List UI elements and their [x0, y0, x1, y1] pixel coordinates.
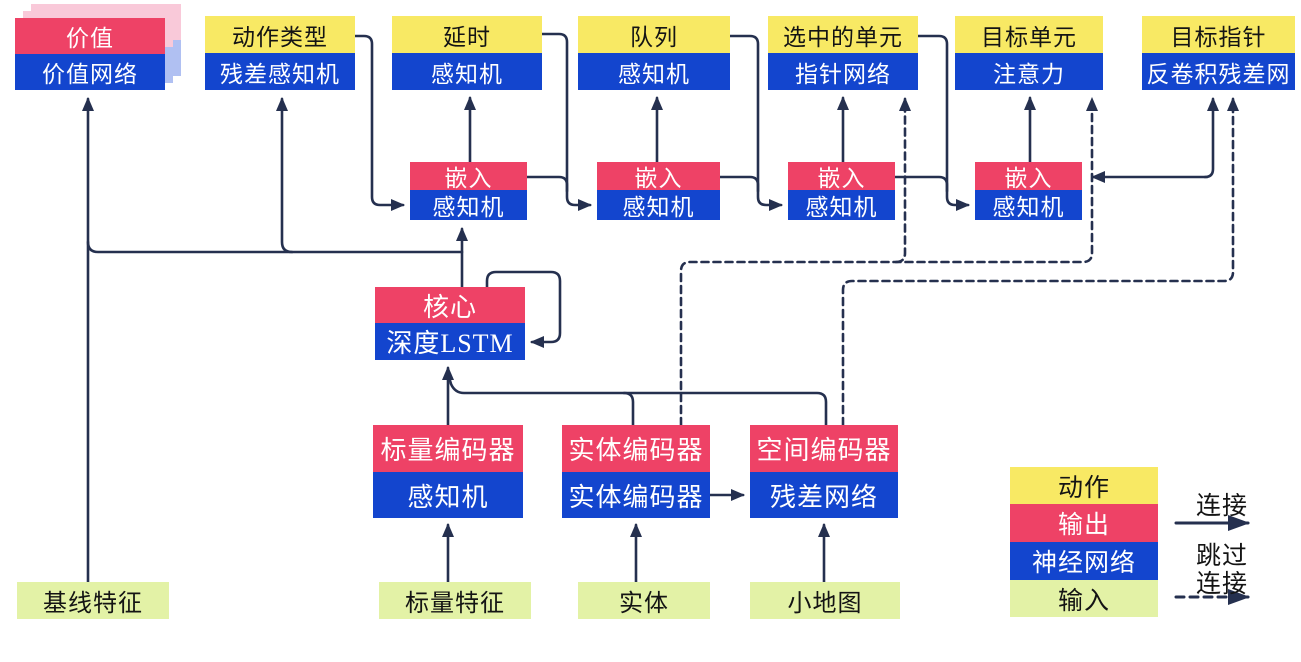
node-action-type-header: 动作类型	[205, 16, 355, 53]
node-embed2-header: 嵌入	[597, 162, 720, 191]
node-core-body: 深度LSTM	[375, 323, 525, 360]
node-embed1-header: 嵌入	[410, 162, 527, 191]
node-value-header: 价值	[15, 18, 165, 54]
node-target-point: 目标指针 反卷积残差网	[1142, 16, 1295, 90]
node-queue-header: 队列	[578, 16, 730, 53]
node-target-unit-header: 目标单元	[955, 16, 1103, 53]
node-scalar-encoder-header: 标量编码器	[373, 425, 523, 472]
node-embed2: 嵌入 感知机	[597, 162, 720, 220]
edge-to-target-point	[1203, 97, 1219, 179]
legend-color-key: 动作 输出 神经网络 输入	[1010, 467, 1158, 617]
node-embed3: 嵌入 感知机	[788, 162, 895, 220]
node-embed4-header: 嵌入	[975, 162, 1082, 191]
edge-spatial-encoder-to-core	[447, 375, 828, 427]
legend-skip-label-line2: 连接	[1195, 571, 1248, 598]
node-embed4: 嵌入 感知机	[975, 162, 1082, 220]
node-spatial-encoder: 空间编码器 残差网络	[750, 425, 898, 518]
node-minimap: 小地图	[750, 582, 900, 619]
node-target-unit-body: 注意力	[955, 53, 1103, 90]
edge-action-type-to-embed1	[353, 34, 405, 211]
node-selected-units-header: 选中的单元	[768, 16, 918, 53]
node-delay-body: 感知机	[392, 53, 542, 90]
edge-queue-to-embed3	[728, 34, 783, 211]
node-scalar-features: 标量特征	[379, 582, 531, 619]
node-spatial-encoder-header: 空间编码器	[750, 425, 898, 472]
skip-spatial-encoder-to-target-point	[841, 97, 1239, 427]
node-embed3-body: 感知机	[788, 190, 895, 220]
node-queue-body: 感知机	[578, 53, 730, 90]
edge-embed3-to-embed4	[893, 175, 949, 193]
node-delay-header: 延时	[392, 16, 542, 53]
node-embed1-body: 感知机	[410, 190, 527, 220]
node-entity-encoder-body: 实体编码器	[562, 472, 710, 518]
edge-core-self-loop	[485, 270, 562, 348]
edge-selected-units-to-embed4	[916, 34, 970, 211]
legend-skip-label-line1: 跳过	[1195, 543, 1248, 570]
node-target-point-header: 目标指针	[1142, 16, 1295, 53]
node-core: 核心 深度LSTM	[375, 287, 525, 360]
edge-embed1-to-embed2	[525, 175, 569, 193]
node-embed2-body: 感知机	[597, 190, 720, 220]
node-action-type-body: 残差感知机	[205, 53, 355, 90]
node-selected-units-body: 指针网络	[768, 53, 918, 90]
edge-delay-to-embed2	[540, 32, 592, 211]
node-entity-encoder-header: 实体编码器	[562, 425, 710, 472]
node-baseline-features: 基线特征	[17, 582, 169, 619]
node-selected-units: 选中的单元 指针网络	[768, 16, 918, 90]
legend-network: 神经网络	[1010, 542, 1158, 580]
node-entity-encoder: 实体编码器 实体编码器	[562, 425, 710, 518]
node-target-unit: 目标单元 注意力	[955, 16, 1103, 90]
edge-core-to-action-type	[276, 97, 294, 254]
node-value-body: 价值网络	[15, 54, 165, 90]
node-spatial-encoder-body: 残差网络	[750, 472, 898, 518]
node-action-type: 动作类型 残差感知机	[205, 16, 355, 90]
edge-embed2-to-embed3	[718, 175, 760, 193]
node-target-point-body: 反卷积残差网	[1142, 53, 1295, 90]
node-embed3-header: 嵌入	[788, 162, 895, 191]
skip-entity-encoder-to-selected-units	[894, 97, 911, 264]
node-delay: 延时 感知机	[392, 16, 542, 90]
node-scalar-encoder: 标量编码器 感知机	[373, 425, 523, 518]
node-core-header: 核心	[375, 287, 525, 323]
edge-core-branch-left	[86, 240, 464, 254]
edge-entity-encoder-to-core	[622, 391, 635, 427]
legend-input: 输入	[1010, 580, 1158, 617]
node-embed1: 嵌入 感知机	[410, 162, 527, 220]
node-entities: 实体	[578, 582, 710, 619]
legend-action: 动作	[1010, 467, 1158, 504]
node-value: 价值 价值网络	[15, 18, 165, 90]
legend-output: 输出	[1010, 504, 1158, 542]
skip-entity-encoder-to-target-unit	[679, 97, 1098, 427]
node-queue: 队列 感知机	[578, 16, 730, 90]
legend-connection-label: 连接	[1195, 493, 1248, 520]
node-scalar-encoder-body: 感知机	[373, 472, 523, 518]
node-embed4-body: 感知机	[975, 190, 1082, 220]
